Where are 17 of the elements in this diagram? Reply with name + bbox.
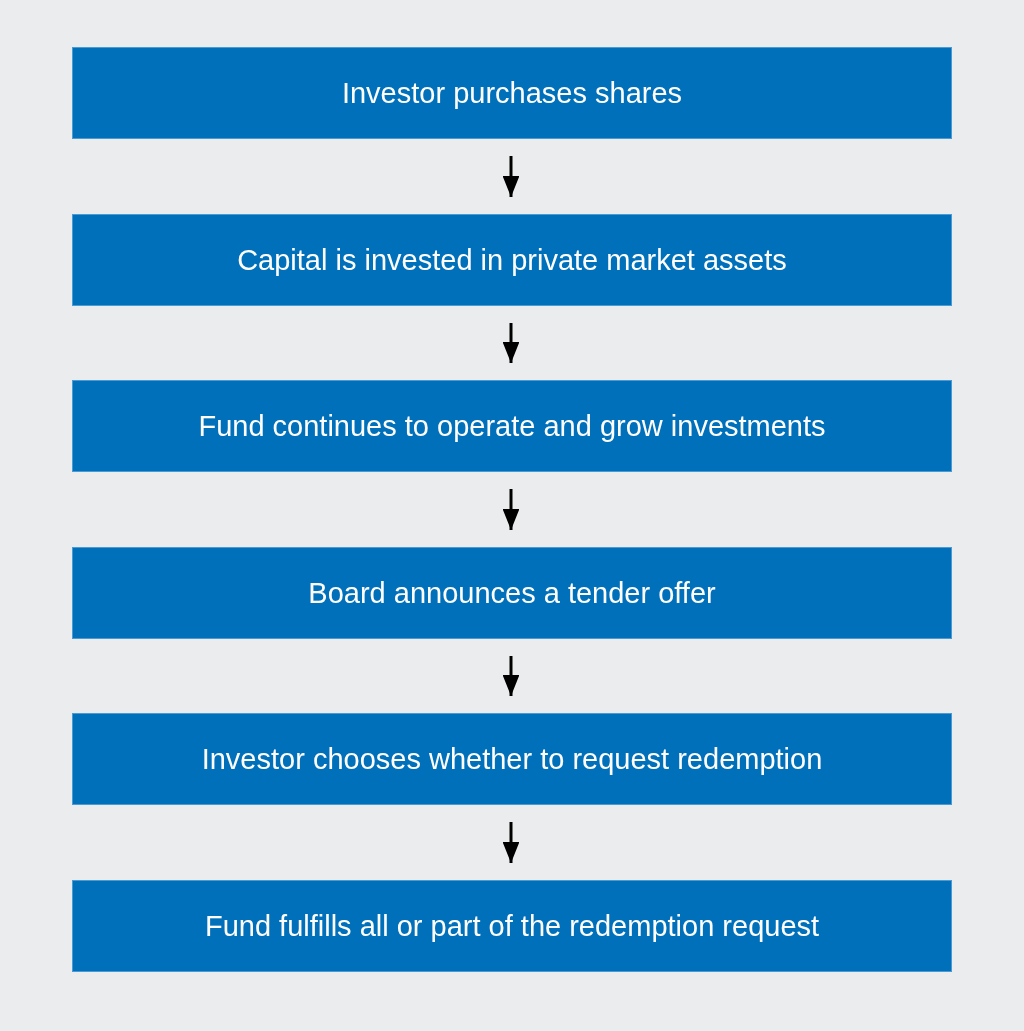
process-box	[72, 713, 952, 805]
process-box	[72, 214, 952, 306]
arrow	[502, 822, 520, 863]
process-box	[72, 47, 952, 139]
step-text: Fund fulfills all or part of the redemption request	[204, 908, 820, 944]
step-text: Investor purchases shares	[341, 75, 683, 111]
process-box	[72, 880, 952, 972]
step-text: Investor chooses whether to request redemption	[201, 741, 823, 777]
arrow	[502, 656, 520, 696]
step-text: Capital is invested in private market assets	[237, 242, 787, 278]
arrow	[502, 323, 520, 363]
arrow	[502, 489, 520, 530]
step-text: Board announces a tender offer	[308, 575, 716, 611]
arrow	[502, 156, 520, 197]
step-text: Fund continues to operate and grow investments	[198, 408, 826, 444]
process-box	[72, 380, 952, 472]
process-box	[72, 547, 952, 639]
